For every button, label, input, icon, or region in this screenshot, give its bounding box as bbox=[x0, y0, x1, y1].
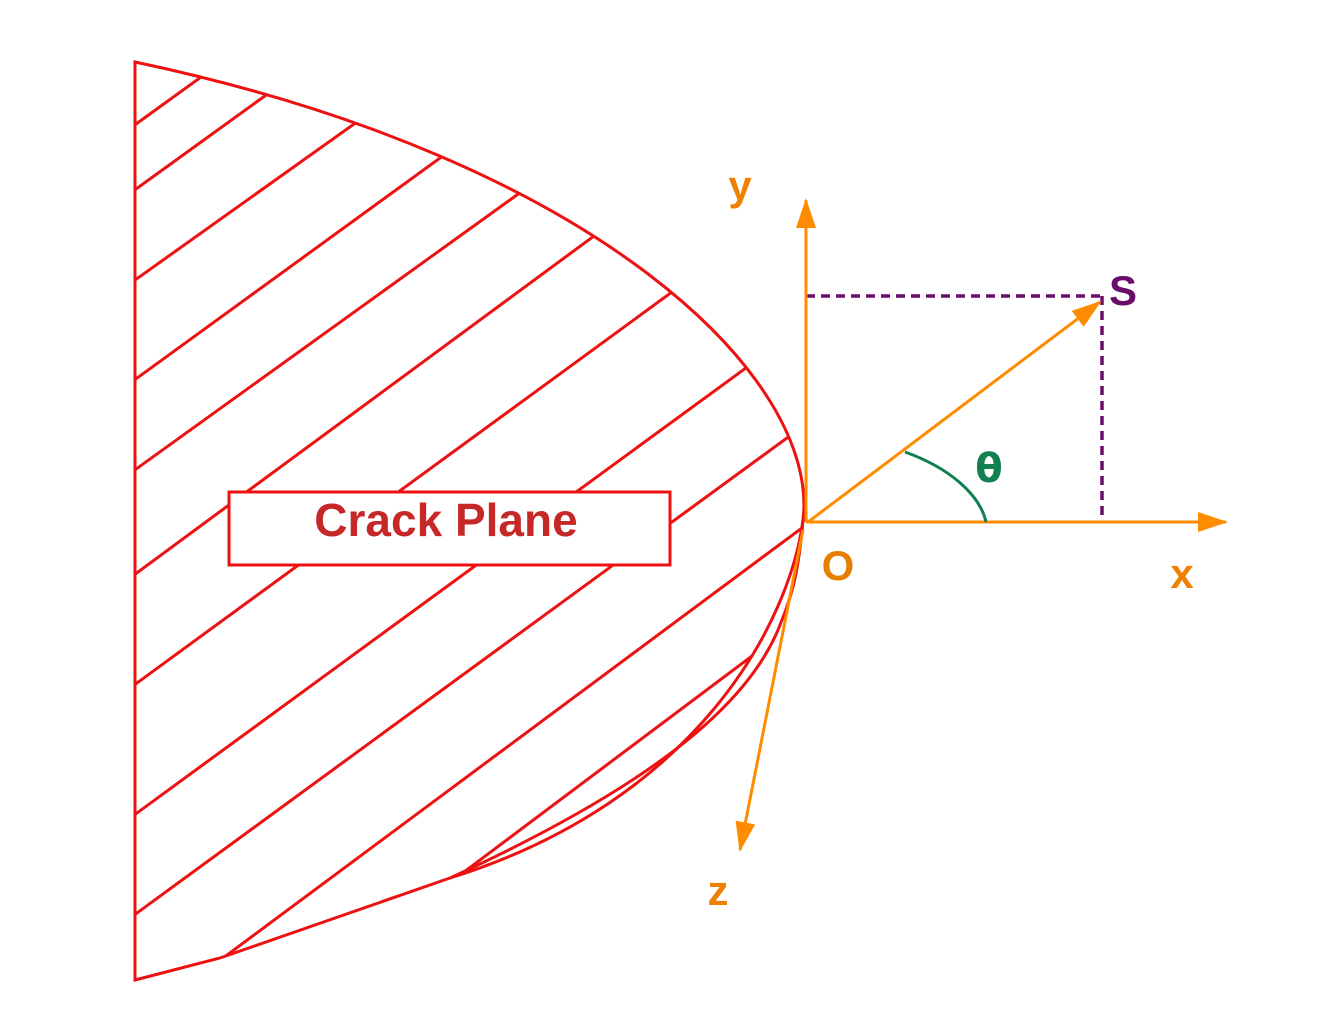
theta-angle-arc bbox=[904, 450, 988, 523]
z-axis-label: z bbox=[708, 867, 729, 914]
y-axis-label: y bbox=[728, 162, 752, 209]
z-axis bbox=[735, 529, 805, 852]
position-vector-os bbox=[807, 300, 1102, 524]
crack-plane-outline bbox=[133, 60, 806, 982]
x-axis-label: x bbox=[1170, 550, 1194, 597]
point-s-label: S bbox=[1109, 267, 1137, 314]
crack-front-curve bbox=[449, 519, 805, 880]
theta-label: θ bbox=[975, 446, 1002, 492]
crack-plane-label: Crack Plane bbox=[314, 494, 577, 546]
crack-plane-label-box bbox=[227, 490, 672, 567]
origin-label: O bbox=[822, 542, 855, 589]
